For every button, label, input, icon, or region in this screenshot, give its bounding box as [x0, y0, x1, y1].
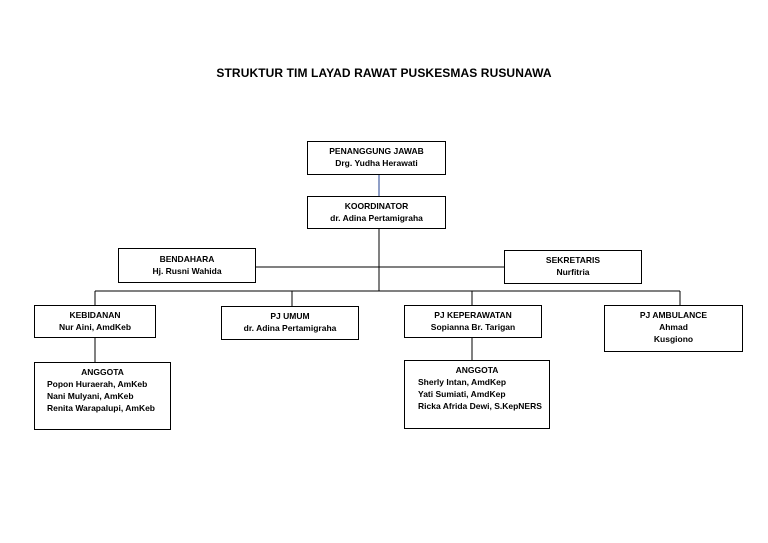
chart-title: STRUKTUR TIM LAYAD RAWAT PUSKESMAS RUSUN…: [216, 66, 552, 80]
node-koordinator: KOORDINATOR dr. Adina Pertamigraha: [307, 196, 446, 229]
node-person-line: Ahmad: [659, 322, 688, 332]
member-item: Popon Huraerah, AmKeb: [47, 379, 148, 389]
node-pj-umum: PJ UMUM dr. Adina Pertamigraha: [221, 306, 359, 340]
node-label: KEBIDANAN: [69, 310, 121, 320]
node-label: PJ UMUM: [270, 311, 310, 321]
node-kebidanan: KEBIDANAN Nur Aini, AmdKeb: [34, 305, 156, 338]
node-person: dr. Adina Pertamigraha: [243, 323, 337, 333]
node-penanggung-jawab: PENANGGUNG JAWAB Drg. Yudha Herawati: [307, 141, 446, 175]
node-person: Drg. Yudha Herawati: [335, 158, 418, 168]
node-label: KOORDINATOR: [344, 201, 409, 211]
node-label: PJ KEPERAWATAN: [434, 310, 512, 320]
node-pj-keperawatan: PJ KEPERAWATAN Sopianna Br. Tarigan: [404, 305, 542, 338]
member-item: Sherly Intan, AmdKep: [418, 377, 507, 387]
node-label: ANGGOTA: [455, 365, 499, 375]
node-label: PENANGGUNG JAWAB: [329, 146, 424, 156]
node-person: Hj. Rusni Wahida: [152, 266, 222, 276]
node-label: PJ AMBULANCE: [639, 310, 708, 320]
node-sekretaris: SEKRETARIS Nurfitria: [504, 250, 642, 284]
node-anggota-kebidanan: ANGGOTA Popon Huraerah, AmKeb Nani Mulya…: [34, 362, 171, 430]
member-item: Nani Mulyani, AmKeb: [47, 391, 134, 401]
node-person-line: Kusgiono: [653, 334, 694, 344]
member-item: Yati Sumiati, AmdKep: [418, 389, 506, 399]
node-label: SEKRETARIS: [545, 255, 601, 265]
node-label: BENDAHARA: [159, 254, 215, 264]
node-pj-ambulance: PJ AMBULANCE Ahmad Kusgiono: [604, 305, 743, 352]
node-anggota-keperawatan: ANGGOTA Sherly Intan, AmdKep Yati Sumiat…: [404, 360, 550, 429]
node-bendahara: BENDAHARA Hj. Rusni Wahida: [118, 248, 256, 283]
node-person: Nur Aini, AmdKeb: [58, 322, 132, 332]
node-person: Nurfitria: [556, 267, 590, 277]
node-label: ANGGOTA: [81, 367, 124, 377]
member-item: Ricka Afrida Dewi, S.KepNERS: [418, 401, 542, 411]
node-person: dr. Adina Pertamigraha: [330, 213, 423, 223]
member-item: Renita Warapalupi, AmKeb: [47, 403, 155, 413]
node-person: Sopianna Br. Tarigan: [430, 322, 516, 332]
